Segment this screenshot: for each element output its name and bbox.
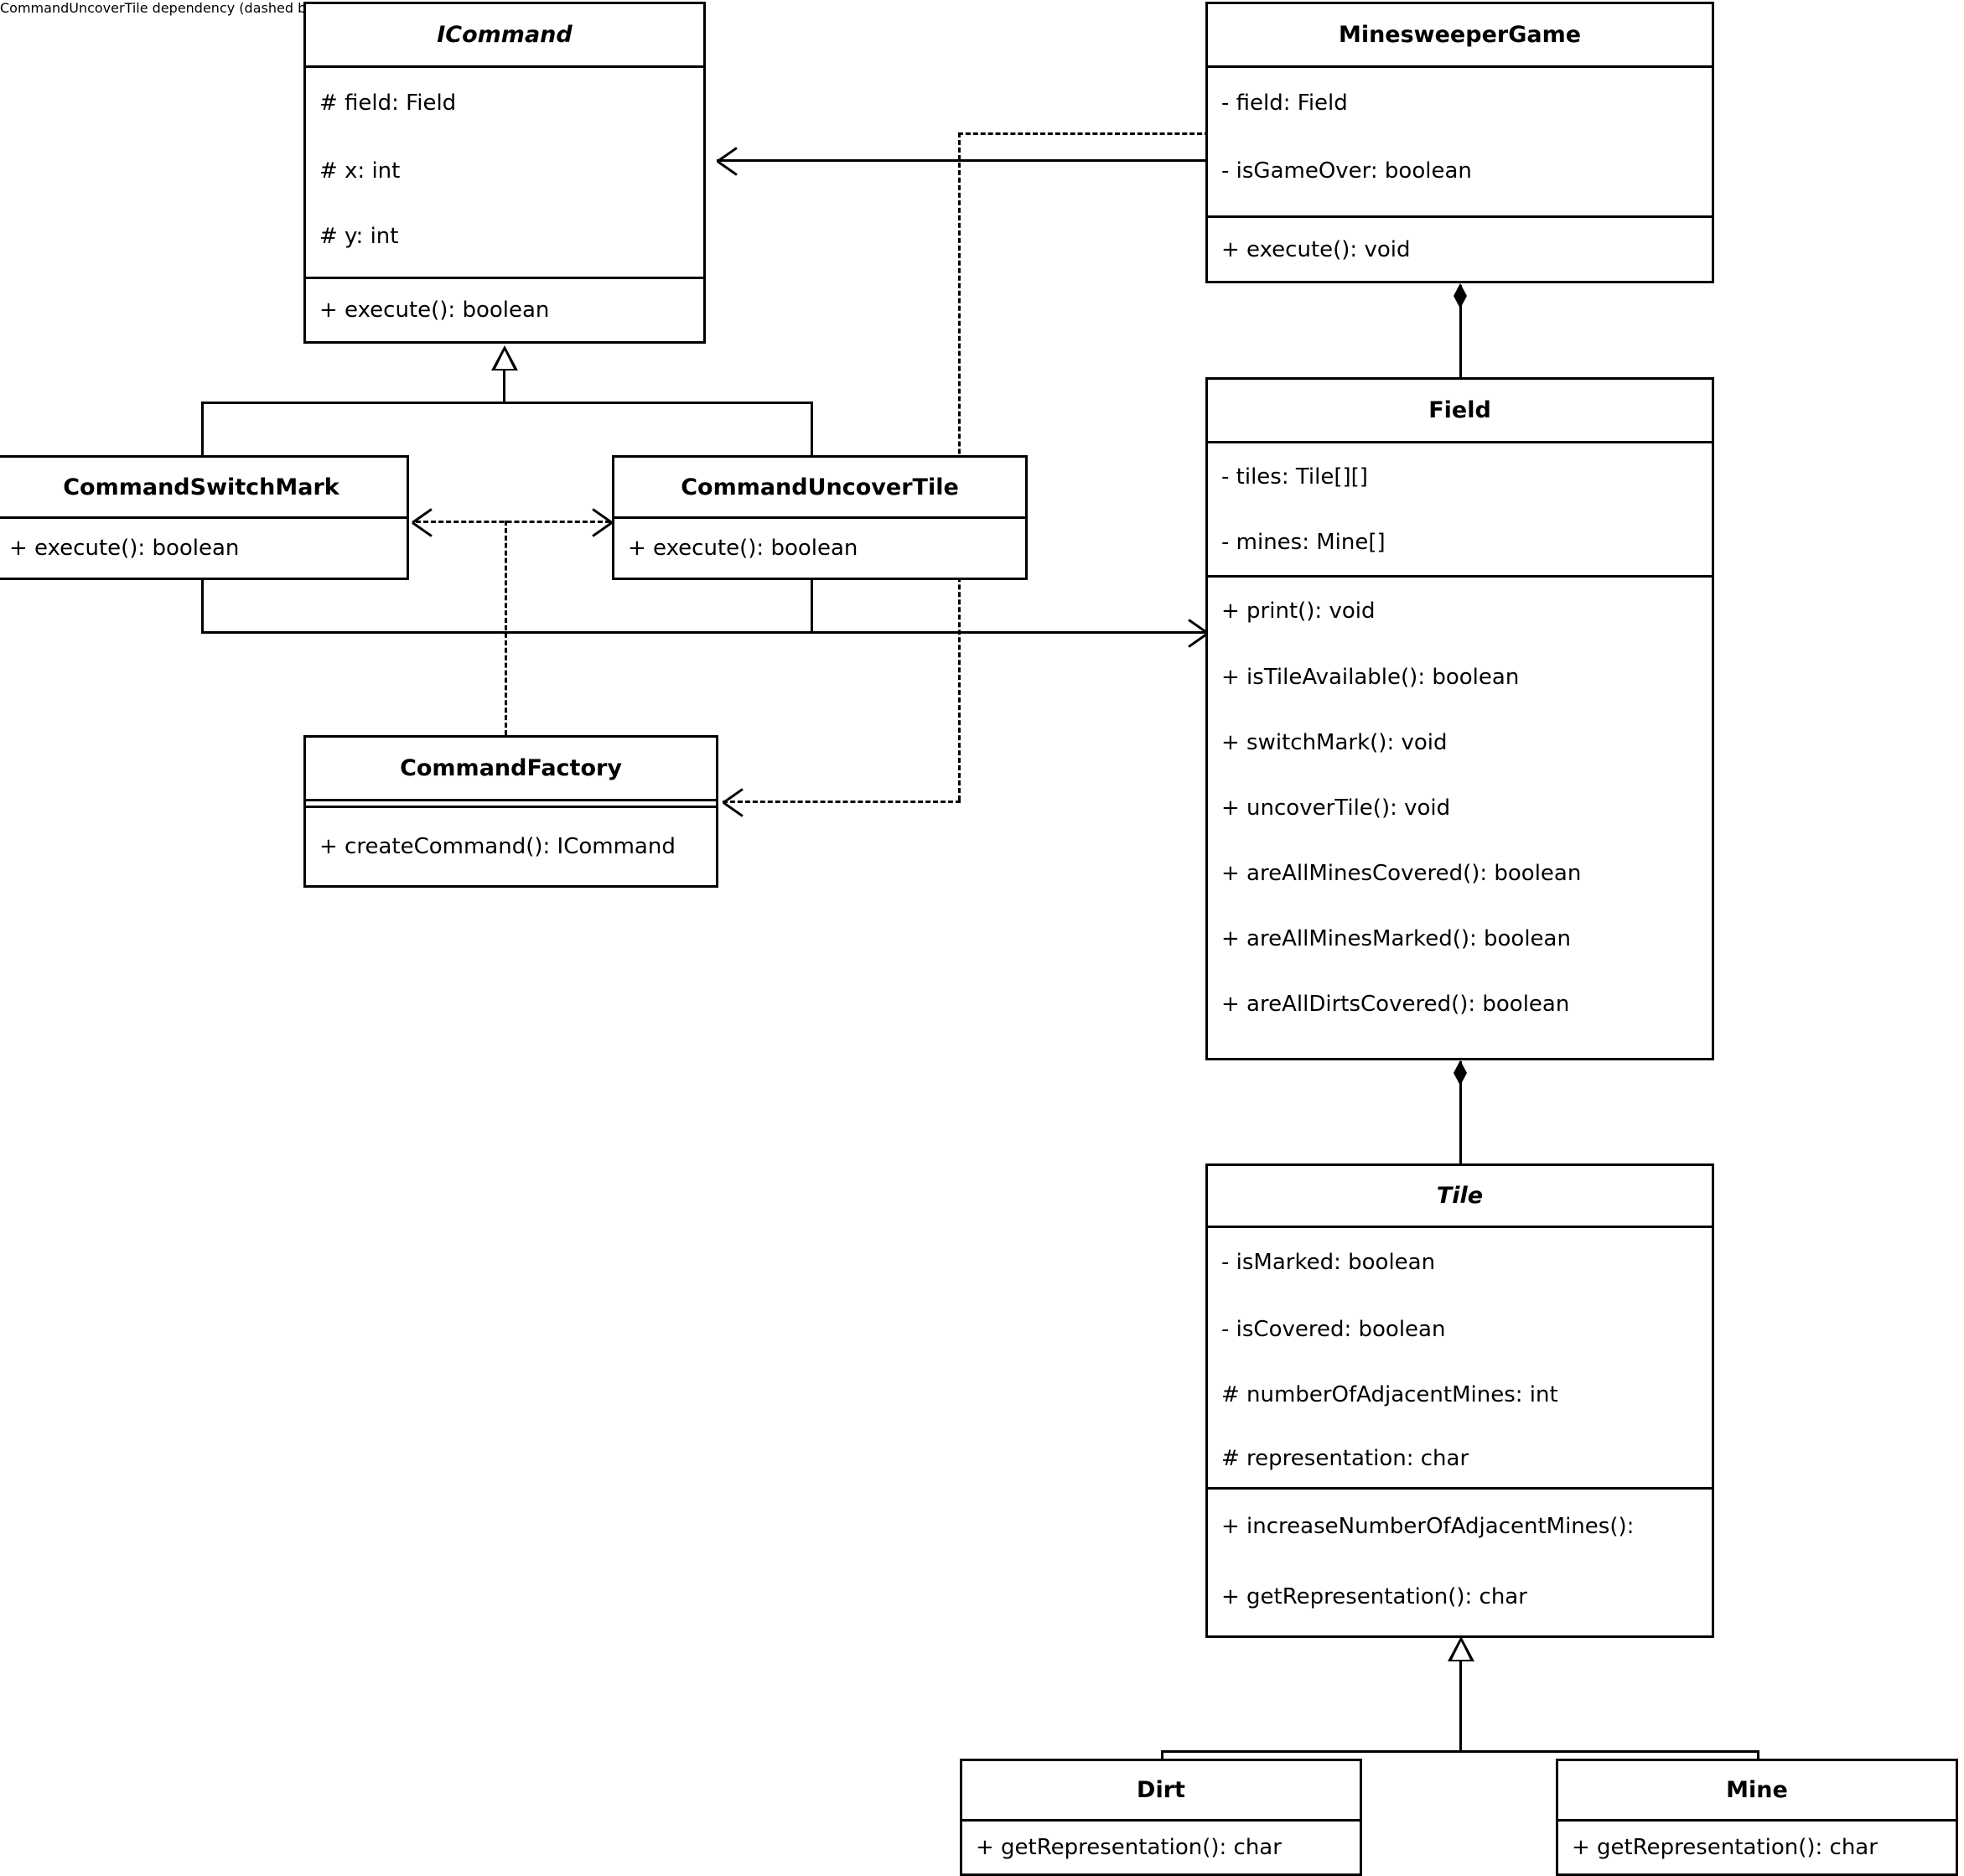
edge-game-to-field-composition [1459,285,1462,377]
method-row: + switchMark(): void [1221,730,1448,755]
class-title-commandfactory: CommandFactory [306,738,716,801]
method-row: + execute(): boolean [319,298,550,323]
edge-commands-to-field [201,631,1207,634]
attribute-row: # field: Field [319,91,457,116]
method-row: + areAllDirtsCovered(): boolean [1221,992,1570,1017]
class-title-tile: Tile [1208,1166,1712,1228]
class-methods-commandswitchmark: + execute(): boolean [0,519,407,578]
class-title-minesweepergame: MinesweeperGame [1208,4,1712,68]
class-methods-dirt: + getRepresentation(): char [962,1822,1360,1873]
method-row: + execute(): boolean [9,536,240,561]
class-methods-icommand: + execute(): boolean [306,279,703,341]
attribute-row: - mines: Mine[] [1221,530,1386,555]
edge-generalization-drop-uncovertile [811,402,813,457]
edge-factory-to-commands-dependency [505,521,507,735]
class-attributes-commandfactory [306,801,716,808]
class-box-mine[interactable]: Mine + getRepresentation(): char [1556,1759,1958,1876]
class-methods-tile: + increaseNumberOfAdjacentMines(): + get… [1208,1490,1712,1635]
class-methods-commandfactory: + createCommand(): ICommand [306,808,716,885]
method-row: + uncoverTile(): void [1221,795,1451,821]
method-row: + print(): void [1221,599,1376,624]
class-title-field: Field [1208,380,1712,443]
class-methods-commanduncovertile: + execute(): boolean [614,519,1025,578]
class-attributes-tile: - isMarked: boolean - isCovered: boolean… [1208,1228,1712,1490]
edge-generalization-stem-tile [1459,1660,1462,1752]
class-methods-minesweepergame: + execute(): void [1208,218,1712,281]
edge-field-to-tile-composition [1459,1061,1462,1165]
class-box-icommand[interactable]: ICommand # field: Field # x: int # y: in… [303,2,706,344]
attribute-row: # x: int [319,158,401,184]
class-box-field[interactable]: Field - tiles: Tile[][] - mines: Mine[] … [1205,377,1714,1060]
generalization-triangle-tile [1448,1636,1474,1661]
composition-diamond-field-tile [1454,1060,1467,1086]
class-box-commandswitchmark[interactable]: CommandSwitchMark + execute(): boolean [0,455,409,580]
class-title-mine: Mine [1558,1761,1956,1822]
class-attributes-icommand: # field: Field # x: int # y: int [306,68,703,279]
attribute-row: - isMarked: boolean [1221,1250,1436,1275]
edge-generalization-stem-icommand [503,369,505,404]
edge-switchmark-to-field-drop [201,580,204,634]
edge-generalization-fork-bar-icommand [201,402,813,404]
class-box-tile[interactable]: Tile - isMarked: boolean - isCovered: bo… [1205,1163,1714,1638]
edge-generalization-fork-bar-tile [1161,1750,1759,1753]
class-methods-mine: + getRepresentation(): char [1558,1822,1956,1873]
edge-switchmark-uncovertile-dependency [416,521,610,523]
class-title-commanduncovertile: CommandUncoverTile [614,458,1025,519]
attribute-row: - tiles: Tile[][] [1221,464,1368,490]
method-row: + areAllMinesCovered(): boolean [1221,861,1582,886]
method-row: + getRepresentation(): char [976,1835,1282,1860]
attribute-row: # representation: char [1221,1446,1469,1471]
attribute-row: - isGameOver: boolean [1221,158,1472,184]
class-box-minesweepergame[interactable]: MinesweeperGame - field: Field - isGameO… [1205,2,1714,283]
attribute-row: # numberOfAdjacentMines: int [1221,1382,1558,1407]
method-row: + isTileAvailable(): boolean [1221,665,1520,690]
edge-game-to-factory-bottom [723,801,961,803]
class-title-commandswitchmark: CommandSwitchMark [0,458,407,519]
class-title-dirt: Dirt [962,1761,1360,1822]
method-row: + execute(): boolean [628,536,858,561]
edge-game-to-factory-top [958,132,1210,135]
composition-diamond-game-field [1454,283,1467,308]
edge-uncovertile-to-field-drop [811,580,813,634]
method-row: + getRepresentation(): char [1221,1584,1527,1609]
edge-generalization-drop-switchmark [201,402,204,457]
edge-game-to-icommand [717,159,1207,162]
class-attributes-field: - tiles: Tile[][] - mines: Mine[] [1208,443,1712,578]
method-row: + increaseNumberOfAdjacentMines(): [1221,1514,1635,1539]
class-box-dirt[interactable]: Dirt + getRepresentation(): char [960,1759,1362,1876]
attribute-row: # y: int [319,224,399,249]
class-methods-field: + print(): void + isTileAvailable(): boo… [1208,578,1712,1055]
class-box-commanduncovertile[interactable]: CommandUncoverTile + execute(): boolean [612,455,1028,580]
method-row: + execute(): void [1221,236,1411,262]
class-attributes-minesweepergame: - field: Field - isGameOver: boolean [1208,68,1712,218]
attribute-row: - field: Field [1221,91,1348,116]
class-box-commandfactory[interactable]: CommandFactory + createCommand(): IComma… [303,735,718,888]
method-row: + createCommand(): ICommand [319,834,676,859]
class-title-icommand: ICommand [306,4,703,68]
method-row: + getRepresentation(): char [1572,1835,1878,1860]
attribute-row: - isCovered: boolean [1221,1317,1446,1342]
method-row: + areAllMinesMarked(): boolean [1221,926,1571,951]
generalization-triangle-icommand [491,345,518,371]
